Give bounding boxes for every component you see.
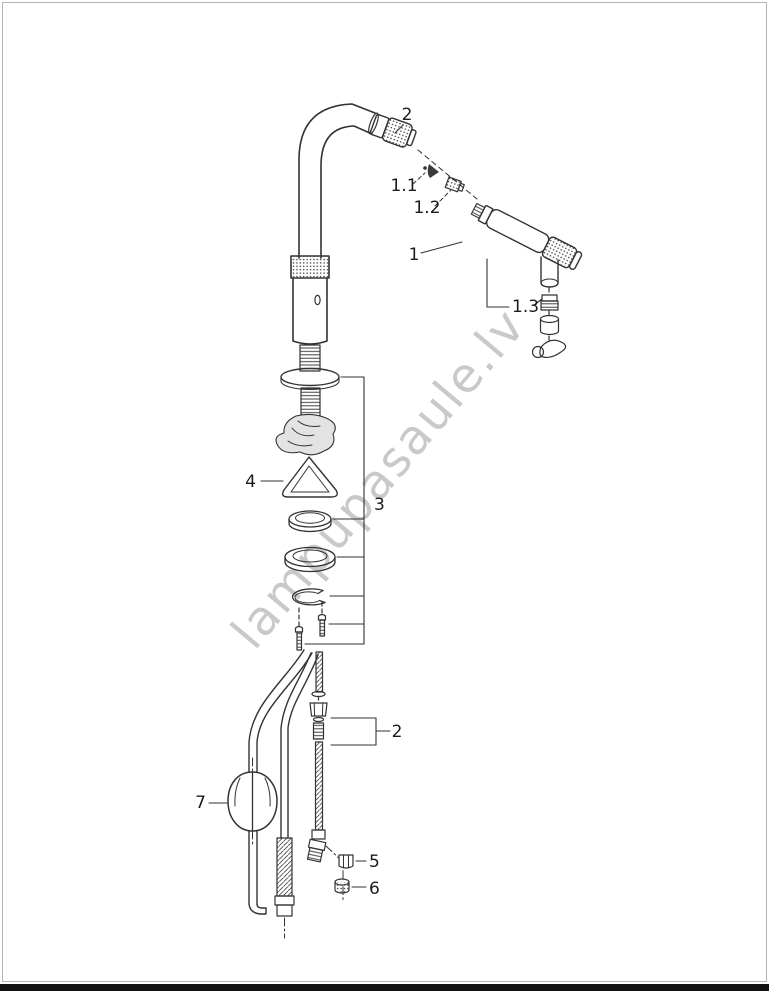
faucet-body-drawing	[275, 103, 379, 456]
label-spray-arm: 1	[409, 245, 420, 265]
label-union-nut: 5	[369, 852, 380, 872]
leader-check-valve	[533, 298, 543, 306]
adapter-part	[444, 176, 465, 193]
check-valve-part	[531, 287, 567, 359]
bottom-rule	[0, 984, 769, 991]
union-nut-part	[338, 854, 354, 869]
spray-head-part	[369, 113, 417, 148]
assembly-axis	[417, 149, 478, 200]
washer-seal-part	[284, 546, 336, 573]
bracket-fixing-set	[304, 376, 365, 645]
label-seal-washer: 6	[369, 879, 380, 899]
leader-aerator	[412, 172, 426, 185]
hoses-drawing	[248, 649, 327, 939]
label-spray-head: 2	[402, 105, 413, 125]
leader-adapter	[434, 189, 452, 207]
label-hose-coupling: 2	[392, 722, 403, 742]
label-wedge: 4	[245, 472, 256, 492]
aerator-part	[423, 164, 439, 178]
leader-spray-head	[394, 124, 404, 134]
bracket-hose-coupling	[330, 717, 391, 746]
label-fixing-set: 3	[374, 495, 385, 515]
label-check-valve: 1.3	[512, 297, 539, 317]
leader-spray-arm	[420, 241, 463, 254]
label-adapter: 1.2	[413, 198, 440, 218]
label-weight: 7	[195, 793, 206, 813]
seal-washer-part	[334, 878, 350, 894]
page-frame	[2, 2, 767, 982]
washer-large-part	[288, 510, 332, 533]
screws-part	[294, 601, 327, 651]
spray-arm-part	[470, 202, 583, 288]
bracket-check-valve	[486, 258, 510, 308]
label-aerator: 1.1	[390, 176, 417, 196]
hose-coupling-part	[309, 690, 328, 740]
watermark: lampupasaule.lv	[221, 298, 537, 660]
mounting-wedge-part	[281, 456, 338, 498]
hose-weight-part	[227, 757, 278, 848]
